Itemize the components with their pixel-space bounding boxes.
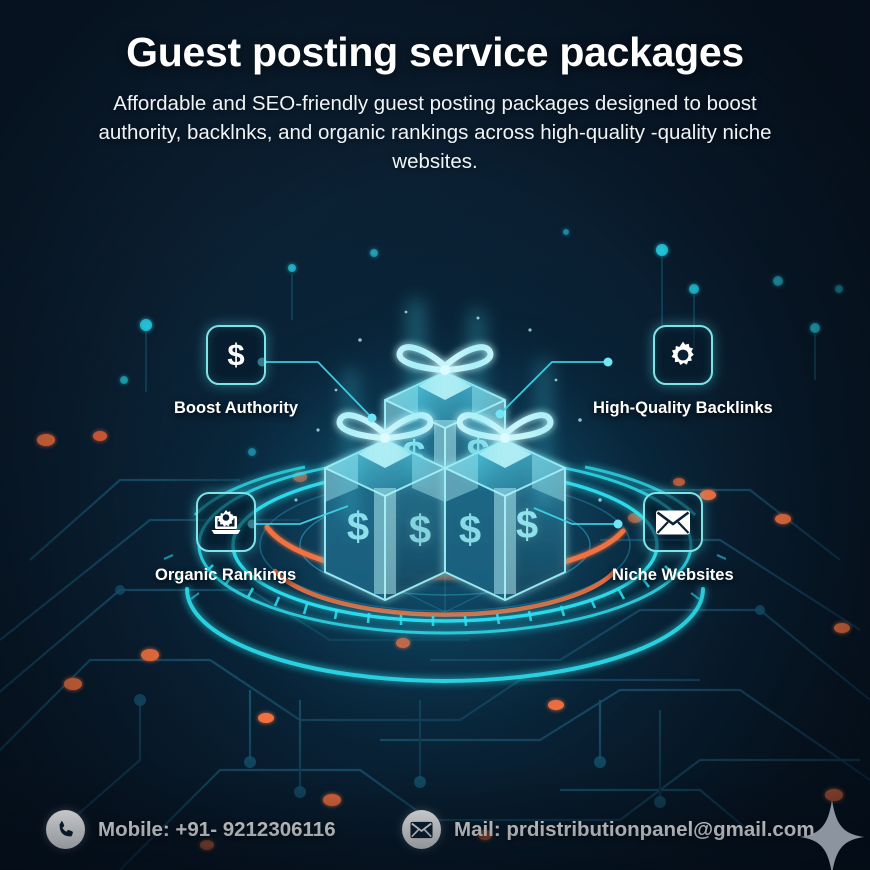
feature-label: Niche Websites (612, 566, 734, 584)
dollar-icon: $ (206, 325, 267, 385)
feature-high-quality-backlinks[interactable]: High-Quality Backlinks (593, 325, 773, 418)
svg-text:$: $ (409, 508, 431, 552)
svg-text:$: $ (227, 338, 244, 372)
feature-niche-websites[interactable]: Niche Websites (612, 492, 734, 585)
feature-organic-rankings[interactable]: Organic Rankings (155, 492, 296, 585)
feature-label: Organic Rankings (155, 566, 297, 584)
feature-label: Boost Authority (174, 399, 299, 417)
feature-boost-authority[interactable]: $ Boost Authority (174, 325, 298, 418)
header: Guest posting service packages Affordabl… (0, 0, 870, 176)
page-subtitle: Affordable and SEO-friendly guest postin… (98, 92, 772, 174)
svg-text:$: $ (459, 508, 481, 552)
sparkle-icon (800, 800, 864, 870)
feature-label: High-Quality Backlinks (593, 399, 773, 417)
svg-text:$: $ (516, 503, 538, 547)
footer-bar (0, 766, 870, 870)
laptop-gear-icon (195, 492, 256, 552)
gear-icon (652, 325, 713, 385)
envelope-icon (642, 492, 703, 552)
page-title: Guest posting service packages (126, 29, 744, 75)
